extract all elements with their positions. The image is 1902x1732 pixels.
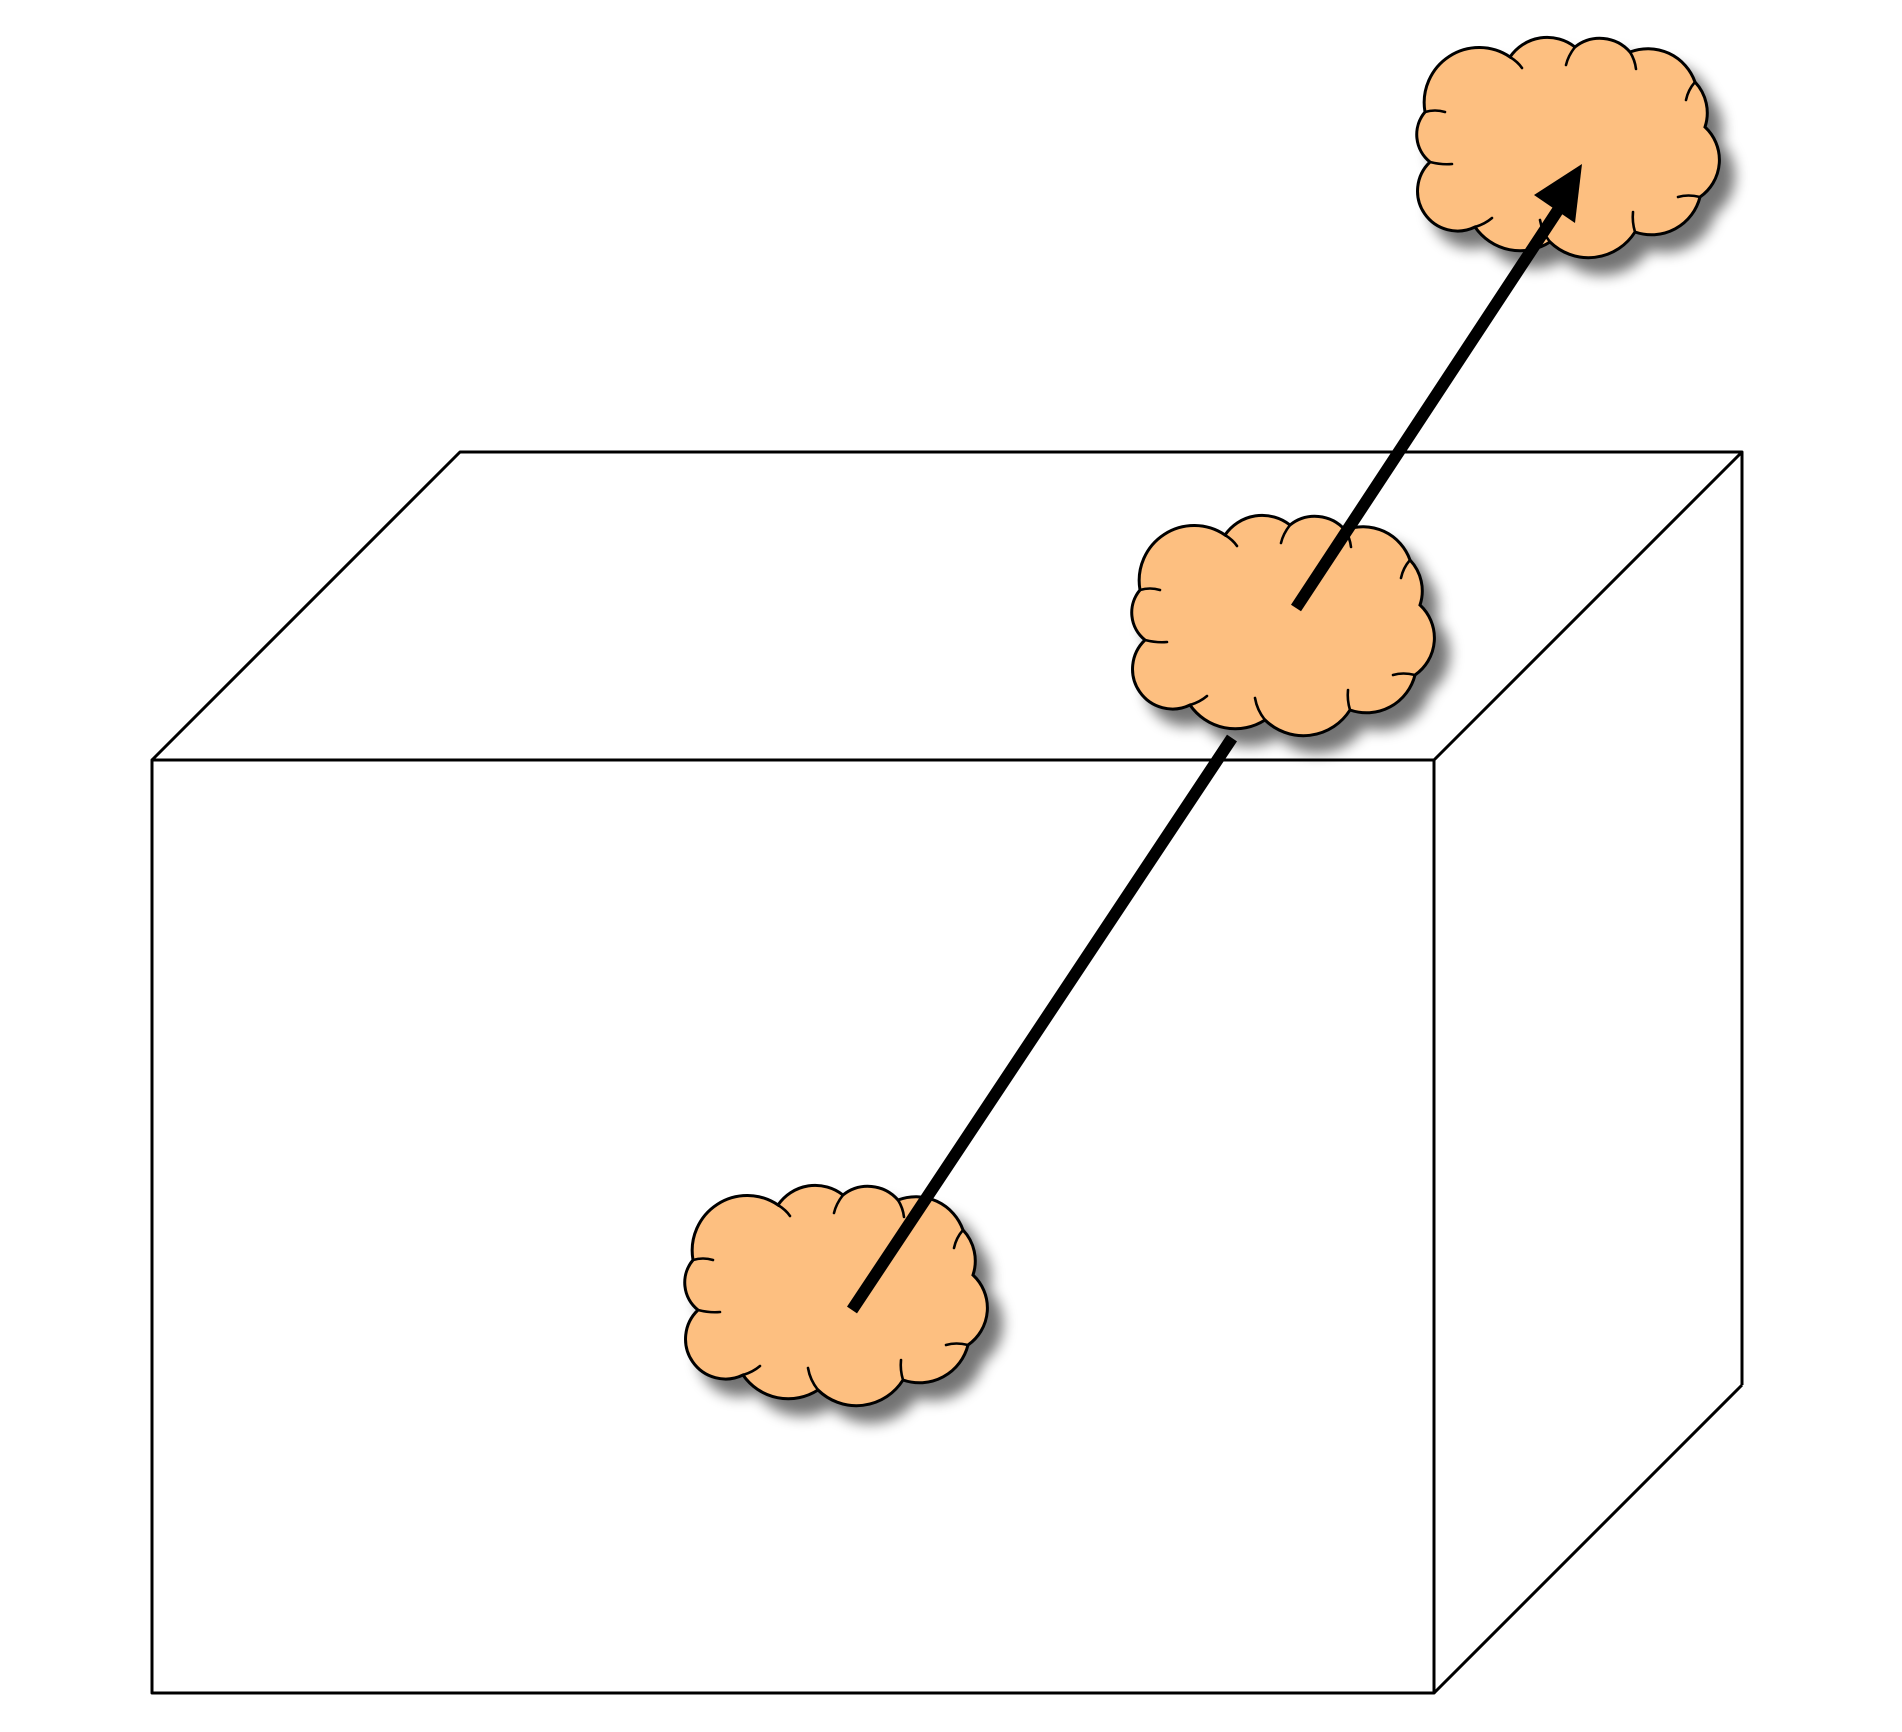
arrow-head bbox=[1534, 164, 1582, 223]
cube-bottom-right-edge bbox=[1432, 1383, 1744, 1695]
arrow-icon bbox=[847, 164, 1582, 1314]
cube-top-face bbox=[150, 450, 1744, 762]
cloud-top bbox=[1415, 35, 1721, 260]
cloud-icon bbox=[1130, 513, 1436, 738]
arrow-segment-lower bbox=[847, 734, 1237, 1314]
cloud-middle bbox=[1130, 513, 1436, 738]
arrow-segment-upper bbox=[1290, 206, 1564, 612]
cube-front-face bbox=[150, 758, 1436, 1695]
cloud-icon bbox=[683, 1183, 989, 1408]
cube-icon bbox=[150, 450, 1744, 1695]
cloud-bottom bbox=[683, 1183, 989, 1408]
cloud-icon bbox=[1415, 35, 1721, 260]
